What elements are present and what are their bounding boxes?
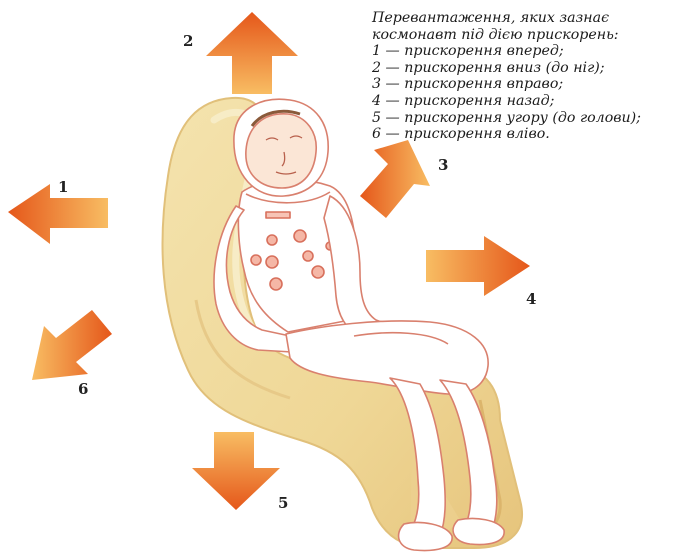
caption-item-4: 4 — прискорення назад;: [372, 92, 555, 109]
face-visor: [245, 113, 317, 189]
arrow-label-6: 6: [78, 380, 89, 398]
caption-title-line: космонавт під дією прискорень:: [372, 26, 619, 43]
boot-right: [452, 517, 505, 546]
arrow-3: [360, 140, 430, 218]
arrow-1: [8, 184, 108, 244]
caption-title-line: Перевантаження, яких зазнає: [372, 10, 610, 26]
chest-badges: [250, 211, 335, 291]
astronaut: [213, 98, 505, 552]
caption-item-1: 1 — прискорення вперед;: [372, 43, 564, 60]
caption-item-5: 5 — прискорення угору (до голови);: [372, 109, 641, 126]
arrow-label-1: 1: [58, 178, 69, 196]
caption-item-3: 3 — прискорення вправо;: [372, 76, 564, 93]
boot-left: [397, 521, 453, 552]
arrow-label-4: 4: [526, 290, 537, 308]
caption-block: Перевантаження, яких зазнає космонавт пі…: [372, 10, 698, 143]
caption-item-6: 6 — прискорення вліво.: [372, 126, 550, 143]
arrow-label-3: 3: [438, 156, 449, 174]
arrow-5: [192, 432, 280, 510]
arrow-6: [32, 310, 112, 380]
caption-item-2: 2 — прискорення вниз (до ніг);: [372, 59, 605, 76]
arrow-label-5: 5: [278, 494, 289, 512]
arrow-label-2: 2: [183, 32, 194, 50]
arrow-2: [206, 12, 298, 94]
arrow-4: [426, 236, 530, 296]
